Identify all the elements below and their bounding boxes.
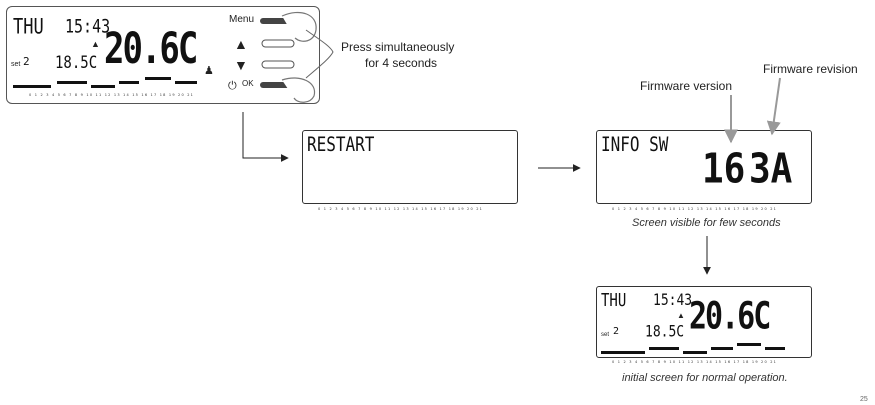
restart-screen: RESTART bbox=[302, 130, 518, 204]
mode-icon: ♟ bbox=[204, 65, 214, 77]
power-icon: ⏻ bbox=[228, 80, 237, 92]
final-set-number: 2 bbox=[613, 326, 620, 337]
day-display: THU bbox=[13, 14, 44, 40]
restart-hour-ticks: 0 1 2 3 4 5 6 7 8 9 10 11 12 13 14 15 16… bbox=[318, 207, 484, 211]
device-lcd: THU 15:43 ▲ 20.6C set 2 18.5C 0 1 2 3 4 … bbox=[9, 9, 224, 99]
arrow-device-to-restart bbox=[242, 112, 289, 162]
program-bar bbox=[13, 85, 51, 88]
ok-label: OK bbox=[242, 79, 254, 88]
final-program-bar bbox=[649, 347, 679, 350]
final-caption: initial screen for normal operation. bbox=[622, 372, 788, 384]
finger-bottom bbox=[281, 77, 316, 103]
final-program-bar bbox=[683, 351, 707, 354]
firmware-revision-value: 3A bbox=[749, 145, 793, 194]
info-caption: Screen visible for few seconds bbox=[632, 217, 781, 229]
restart-text: RESTART bbox=[307, 133, 375, 156]
down-button[interactable] bbox=[261, 60, 295, 69]
final-screen: THU 15:43 ▲ 20.6C set 2 18.5C bbox=[596, 286, 812, 358]
firmware-version-label: Firmware version bbox=[640, 79, 733, 93]
set-temperature: 18.5C bbox=[55, 53, 98, 73]
program-bar bbox=[145, 77, 171, 80]
program-bar bbox=[57, 81, 87, 84]
down-arrow-icon: ▼ bbox=[234, 57, 248, 73]
firmware-version-value: 16 bbox=[702, 145, 746, 194]
program-bar bbox=[175, 81, 197, 84]
final-main-temperature: 20.6C bbox=[689, 294, 771, 339]
final-program-bar bbox=[765, 347, 785, 350]
info-screen: INFO SW 16 3A bbox=[596, 130, 812, 204]
final-time: 15:43 bbox=[653, 291, 693, 310]
final-set-label: set bbox=[601, 332, 610, 338]
page-number: 25 bbox=[860, 396, 868, 403]
final-flame-icon: ▲ bbox=[677, 311, 685, 320]
program-bar bbox=[119, 81, 139, 84]
final-set-temperature: 18.5C bbox=[645, 323, 685, 342]
set-label: set bbox=[11, 61, 21, 68]
final-program-bar bbox=[711, 347, 733, 350]
set-number: 2 bbox=[23, 55, 30, 68]
up-arrow-icon: ▲ bbox=[234, 36, 248, 52]
bracket bbox=[305, 29, 334, 79]
finger-top bbox=[281, 11, 317, 42]
info-hour-ticks: 0 1 2 3 4 5 6 7 8 9 10 11 12 13 14 15 16… bbox=[612, 207, 778, 211]
flame-icon: ▲ bbox=[91, 39, 100, 49]
instruction-line2: for 4 seconds bbox=[365, 56, 438, 70]
final-day: THU bbox=[601, 291, 627, 311]
final-program-bar bbox=[737, 343, 761, 346]
up-button[interactable] bbox=[261, 39, 295, 48]
menu-label: Menu bbox=[229, 14, 255, 25]
arrow-revision-pointer bbox=[766, 77, 781, 136]
final-program-bar bbox=[601, 351, 645, 354]
final-hour-ticks: 0 1 2 3 4 5 6 7 8 9 10 11 12 13 14 15 16… bbox=[612, 360, 778, 364]
program-bar bbox=[91, 85, 115, 88]
firmware-revision-label: Firmware revision bbox=[763, 62, 858, 76]
time-display: 15:43 bbox=[65, 14, 111, 38]
instruction-line1: Press simultaneously bbox=[341, 40, 455, 54]
main-temperature: 20.6C bbox=[104, 24, 198, 74]
hour-ticks: 0 1 2 3 4 5 6 7 8 9 10 11 12 13 14 15 16… bbox=[29, 93, 195, 97]
info-title: INFO SW bbox=[601, 133, 669, 156]
